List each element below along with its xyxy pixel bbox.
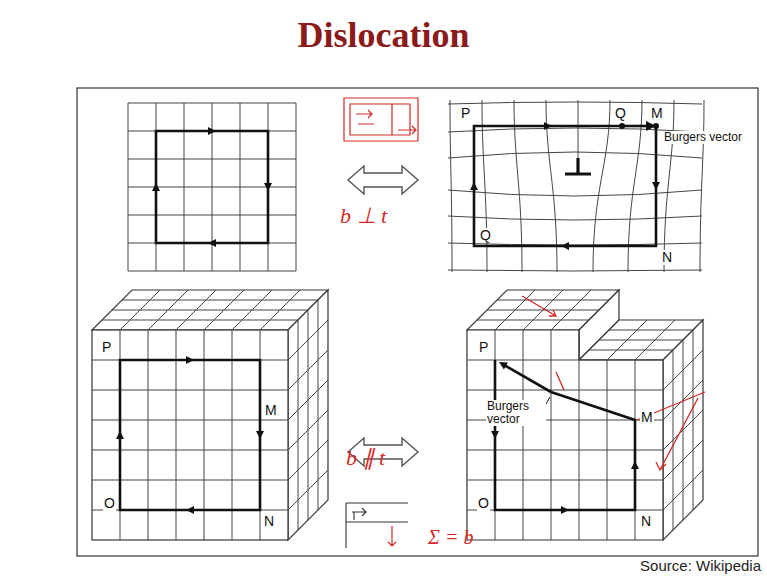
point-label: O — [477, 496, 490, 511]
burgers-circuit — [495, 360, 635, 510]
double-arrow — [348, 166, 418, 194]
burgers-vector — [505, 366, 551, 393]
crystal-block — [92, 290, 328, 540]
point-label: Q — [614, 106, 627, 121]
annotation: b ⊥ t — [340, 204, 387, 228]
point-label: P — [478, 340, 489, 355]
edge-dislocation-symbol — [565, 158, 591, 174]
burgers-vector-head — [499, 362, 508, 370]
burgers-vector-head — [646, 121, 656, 131]
vector-label: Burgers vector — [486, 400, 546, 426]
crystal-block — [467, 290, 703, 540]
handwritten-sketch — [346, 503, 408, 548]
circuit-arrows — [491, 431, 639, 514]
slide-title: Dislocation — [0, 16, 767, 56]
circuit-arrows — [470, 122, 660, 250]
point-label: M — [650, 106, 664, 121]
point-label: Q — [479, 228, 492, 243]
circuit-arrows — [152, 127, 272, 247]
point-label: N — [263, 514, 275, 529]
point-label: O — [103, 496, 116, 511]
distorted-lattice — [448, 100, 704, 272]
handwritten-sketch — [388, 526, 396, 546]
handwritten-sketch — [344, 98, 418, 141]
source-caption: Source: Wikipedia — [640, 558, 761, 575]
point-label: M — [640, 410, 654, 425]
lattice-grid — [128, 103, 296, 271]
point-label: N — [661, 250, 673, 265]
point-label: P — [460, 106, 471, 121]
burgers-circuit — [474, 126, 656, 246]
point-label: P — [101, 340, 112, 355]
figure-frame — [77, 88, 758, 556]
point-label: N — [640, 514, 652, 529]
burgers-circuit — [156, 131, 268, 243]
burgers-vector — [622, 125, 648, 128]
burgers-circuit — [120, 360, 260, 510]
handwritten-sketch — [522, 296, 705, 470]
leader-line — [546, 397, 550, 404]
circuit-arrows — [116, 356, 264, 514]
annotation: Σ = b — [428, 526, 473, 548]
annotation: b ∥ t — [346, 446, 385, 470]
point-label: M — [264, 403, 278, 418]
vector-label: Burgers vector — [663, 131, 743, 144]
